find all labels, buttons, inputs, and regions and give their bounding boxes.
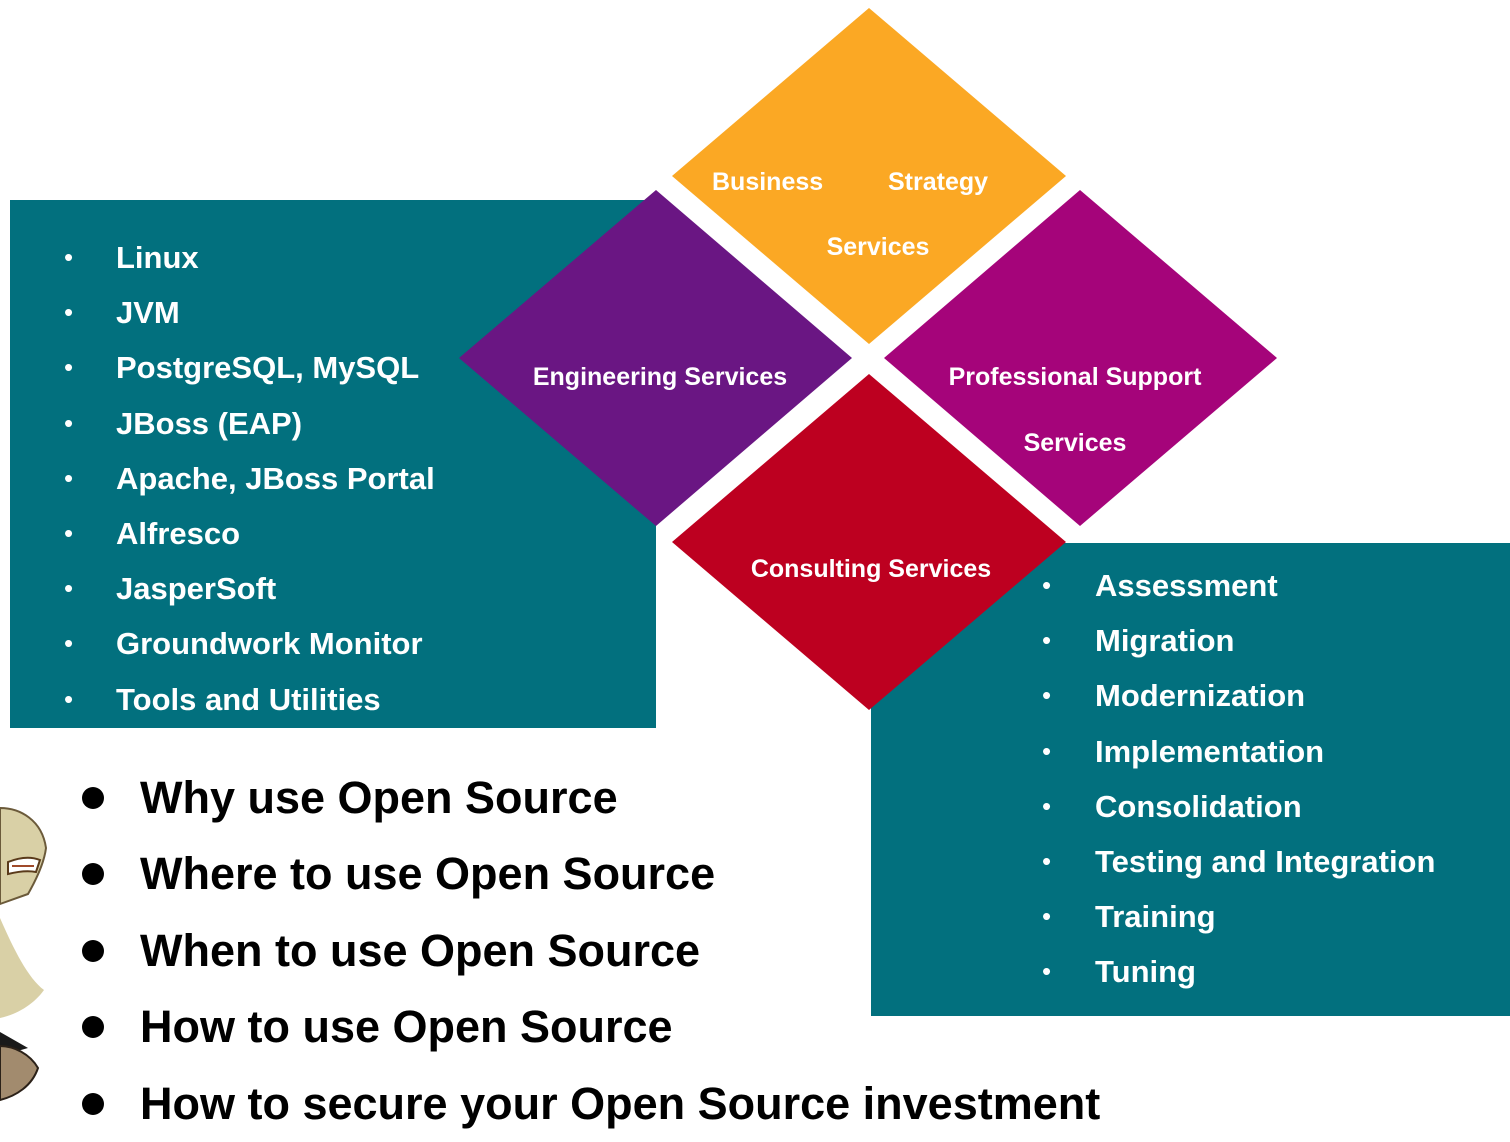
list-item: • Assessment	[871, 558, 1510, 613]
bullet-icon: •	[1042, 845, 1052, 876]
bullet-icon: •	[1042, 956, 1052, 987]
left-panel-list: • Linux • JVM • PostgreSQL, MySQL • JBoss (E…	[10, 230, 656, 727]
bullet-icon: •	[64, 517, 74, 548]
bullet-icon: •	[1042, 570, 1052, 600]
list-item-label: Tools and Utilities	[116, 681, 381, 717]
engineering-diamond	[459, 190, 852, 526]
list-item-label: Tuning	[1095, 954, 1196, 990]
business-label-part1: Business	[712, 168, 823, 196]
bullet-icon: •	[1042, 680, 1052, 711]
list-item-label: JVM	[116, 295, 180, 331]
list-item-label: Assessment	[1095, 568, 1278, 603]
professional-label-line1: Professional Support	[949, 363, 1202, 391]
list-item: • Linux	[10, 230, 656, 285]
questions-list: Why use Open Source Where to use Open So…	[80, 760, 1100, 1142]
question-item: How to use Open Source	[80, 989, 1100, 1065]
clipart-figure-image	[0, 806, 48, 1102]
list-item-label: Linux	[116, 240, 199, 275]
question-text: When to use Open Source	[140, 924, 701, 976]
engineering-label: Engineering Services	[533, 363, 787, 391]
business-label-line2: Services	[827, 233, 930, 261]
list-item: • Modernization	[871, 668, 1510, 723]
bullet-icon: •	[64, 242, 74, 272]
consulting-label: Consulting Services	[751, 555, 991, 583]
bullet-icon	[82, 1092, 104, 1115]
list-item-label: PostgreSQL, MySQL	[116, 350, 420, 386]
question-item: When to use Open Source	[80, 913, 1100, 989]
right-panel	[871, 543, 1510, 1016]
list-item-label: Alfresco	[116, 515, 241, 551]
business-label-part2: Strategy	[888, 168, 988, 196]
consulting-diamond	[672, 374, 1066, 710]
list-item-label: JBoss (EAP)	[116, 405, 303, 441]
professional-label-line2: Services	[1024, 429, 1127, 457]
list-item-label: Modernization	[1095, 678, 1306, 714]
bullet-icon: •	[1042, 901, 1052, 932]
list-item-label: Consolidation	[1095, 788, 1302, 824]
bullet-icon: •	[64, 573, 74, 604]
list-item-label: Training	[1095, 899, 1216, 935]
list-item: • Groundwork Monitor	[10, 616, 656, 671]
professional-support-diamond	[884, 190, 1277, 526]
bullet-icon	[82, 863, 104, 886]
list-item: • JasperSoft	[10, 561, 656, 616]
list-item: • Migration	[871, 613, 1510, 668]
bullet-icon: •	[1042, 790, 1052, 821]
list-item: • Implementation	[871, 724, 1510, 779]
list-item: • Tuning	[871, 944, 1510, 999]
question-text: How to use Open Source	[140, 1001, 673, 1053]
list-item-label: Migration	[1095, 623, 1235, 659]
list-item-label: Testing and Integration	[1095, 843, 1436, 879]
bullet-icon: •	[1042, 625, 1052, 656]
bullet-icon: •	[64, 462, 74, 493]
bullet-icon	[82, 939, 104, 962]
bullet-icon: •	[64, 297, 74, 328]
list-item: • Consolidation	[871, 779, 1510, 834]
bullet-icon: •	[64, 352, 74, 383]
question-text: Where to use Open Source	[140, 848, 716, 900]
bullet-icon: •	[1042, 735, 1052, 766]
bullet-icon	[82, 1016, 104, 1039]
question-item: How to secure your Open Source investmen…	[80, 1066, 1100, 1142]
bullet-icon: •	[64, 407, 74, 438]
list-item: • PostgreSQL, MySQL	[10, 340, 656, 395]
list-item-label: Apache, JBoss Portal	[116, 460, 435, 496]
list-item: • Testing and Integration	[871, 834, 1510, 889]
list-item-label: Implementation	[1095, 733, 1325, 769]
list-item: • JBoss (EAP)	[10, 396, 656, 451]
question-text: Why use Open Source	[140, 772, 618, 823]
list-item: • Alfresco	[10, 506, 656, 561]
question-text: How to secure your Open Source investmen…	[140, 1077, 1101, 1129]
list-item: • Tools and Utilities	[10, 672, 656, 727]
list-item-label: JasperSoft	[116, 571, 277, 607]
question-item: Where to use Open Source	[80, 836, 1100, 912]
list-item: • Training	[871, 889, 1510, 944]
list-item: • JVM	[10, 285, 656, 340]
business-strategy-diamond	[672, 8, 1066, 344]
bullet-icon: •	[64, 628, 74, 659]
list-item-label: Groundwork Monitor	[116, 626, 423, 662]
list-item: • Apache, JBoss Portal	[10, 451, 656, 506]
bullet-icon: •	[64, 683, 74, 714]
right-panel-list: • Assessment • Migration • Modernization • I…	[871, 558, 1510, 1000]
bullet-icon	[82, 787, 104, 809]
question-item: Why use Open Source	[80, 760, 1100, 836]
